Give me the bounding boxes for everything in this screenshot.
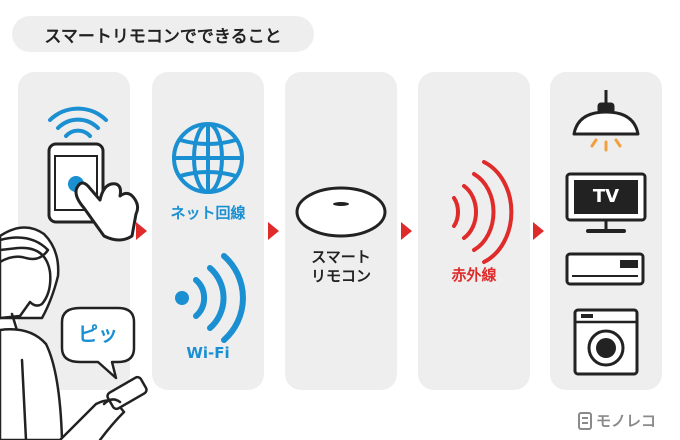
flow-arrow-3	[401, 222, 412, 240]
flow-arrow-1	[136, 222, 147, 240]
label-ir: 赤外線	[451, 266, 497, 284]
label-net: ネット回線	[170, 204, 246, 222]
logo-icon	[578, 412, 592, 430]
flow-arrow-4	[533, 222, 544, 240]
panel-infrared	[418, 72, 530, 390]
label-wifi: Wi-Fi	[186, 344, 230, 362]
page-title: スマートリモコンでできること	[12, 16, 314, 52]
balloon-text: ピッ	[78, 322, 118, 346]
logo-text: モノレコ	[596, 411, 657, 430]
tv-label: TV	[592, 186, 620, 207]
flow-arrow-2	[268, 222, 279, 240]
label-remote: スマート リモコン	[310, 248, 371, 285]
site-logo: モノレコ	[578, 408, 656, 432]
